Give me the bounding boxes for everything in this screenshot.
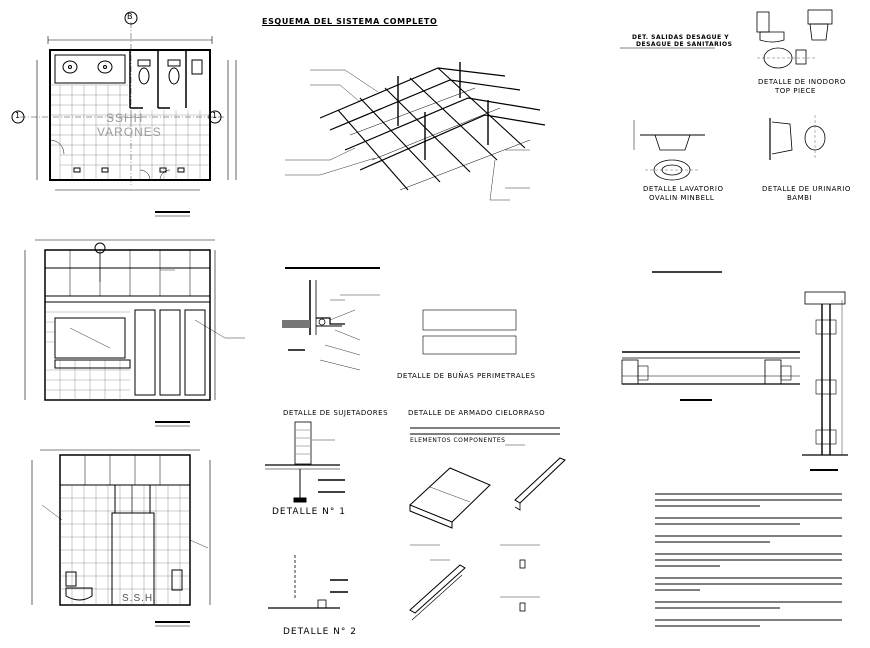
grid-title: ESQUEMA DEL SISTEMA COMPLETO xyxy=(262,17,438,26)
axis-marker-left: 1 xyxy=(15,111,22,120)
armado-caption: DETALLE DE ARMADO CIELORRASO xyxy=(408,409,546,417)
urinario-caption-2: BAMBI xyxy=(787,194,812,202)
perimeter-section xyxy=(282,267,517,371)
floor-plan xyxy=(11,11,237,217)
notes-text-lines xyxy=(655,493,842,627)
detail-2-label: DETALLE N° 2 xyxy=(283,627,357,637)
inodoro-caption-1: DETALLE DE INODORO xyxy=(758,78,846,86)
lavatorio-caption-2: OVALIN MINBELL xyxy=(649,194,715,202)
detail-1-label: DETALLE N° 1 xyxy=(272,507,346,517)
sanitary-details xyxy=(620,9,833,181)
room-label-sshh: SSHH xyxy=(106,111,144,125)
ceiling-grid-isometric xyxy=(285,62,546,201)
section-profile xyxy=(621,271,848,471)
room-label-ssh: S.S.H. xyxy=(122,593,157,604)
sanitary-title-2: DESAGUE DE SANITARIOS xyxy=(636,41,733,48)
elevation-1 xyxy=(24,239,245,427)
elevation-2 xyxy=(31,449,211,627)
fastener-details xyxy=(265,421,348,609)
fasteners-caption: DETALLE DE SUJETADORES xyxy=(283,409,389,417)
assembly-details xyxy=(409,427,566,621)
perimeter-caption: DETALLE DE BUÑAS PERIMETRALES xyxy=(397,372,536,380)
components-label: ELEMENTOS COMPONENTES xyxy=(410,437,506,444)
inodoro-caption-2: TOP PIECE xyxy=(775,87,816,95)
urinario-caption-1: DETALLE DE URINARIO xyxy=(762,185,851,193)
axis-marker-top: B xyxy=(127,12,134,21)
lavatorio-caption-1: DETALLE LAVATORIO xyxy=(643,185,724,193)
axis-marker-right: 1 xyxy=(212,111,219,120)
sanitary-title-1: DET. SALIDAS DESAGUE Y xyxy=(632,34,730,41)
room-label-varones: VARONES xyxy=(97,125,162,139)
